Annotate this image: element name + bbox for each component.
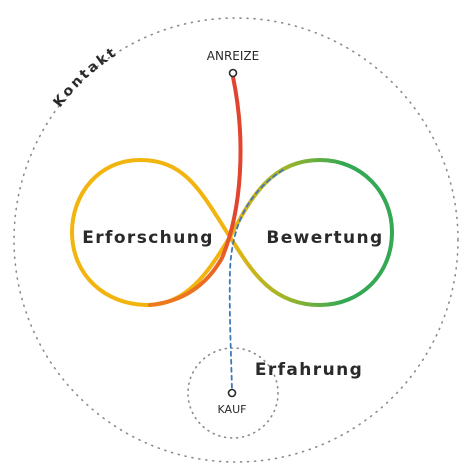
- inner-experience-circle: [187, 347, 279, 439]
- evaluation-label: Bewertung: [266, 228, 383, 248]
- kauf-label: KAUF: [218, 403, 247, 416]
- purchase-path: [228, 169, 284, 391]
- kauf-node: [227, 388, 237, 398]
- contact-label: Kontakt: [50, 44, 120, 110]
- anreize-node: [228, 68, 238, 78]
- outer-contact-circle: [13, 17, 459, 463]
- anreize-label: ANREIZE: [207, 49, 259, 63]
- experience-label: Erfahrung: [255, 360, 363, 380]
- exploration-label: Erforschung: [82, 228, 214, 248]
- contact-label-path: Kontakt: [50, 44, 118, 110]
- trigger-path: [148, 75, 243, 307]
